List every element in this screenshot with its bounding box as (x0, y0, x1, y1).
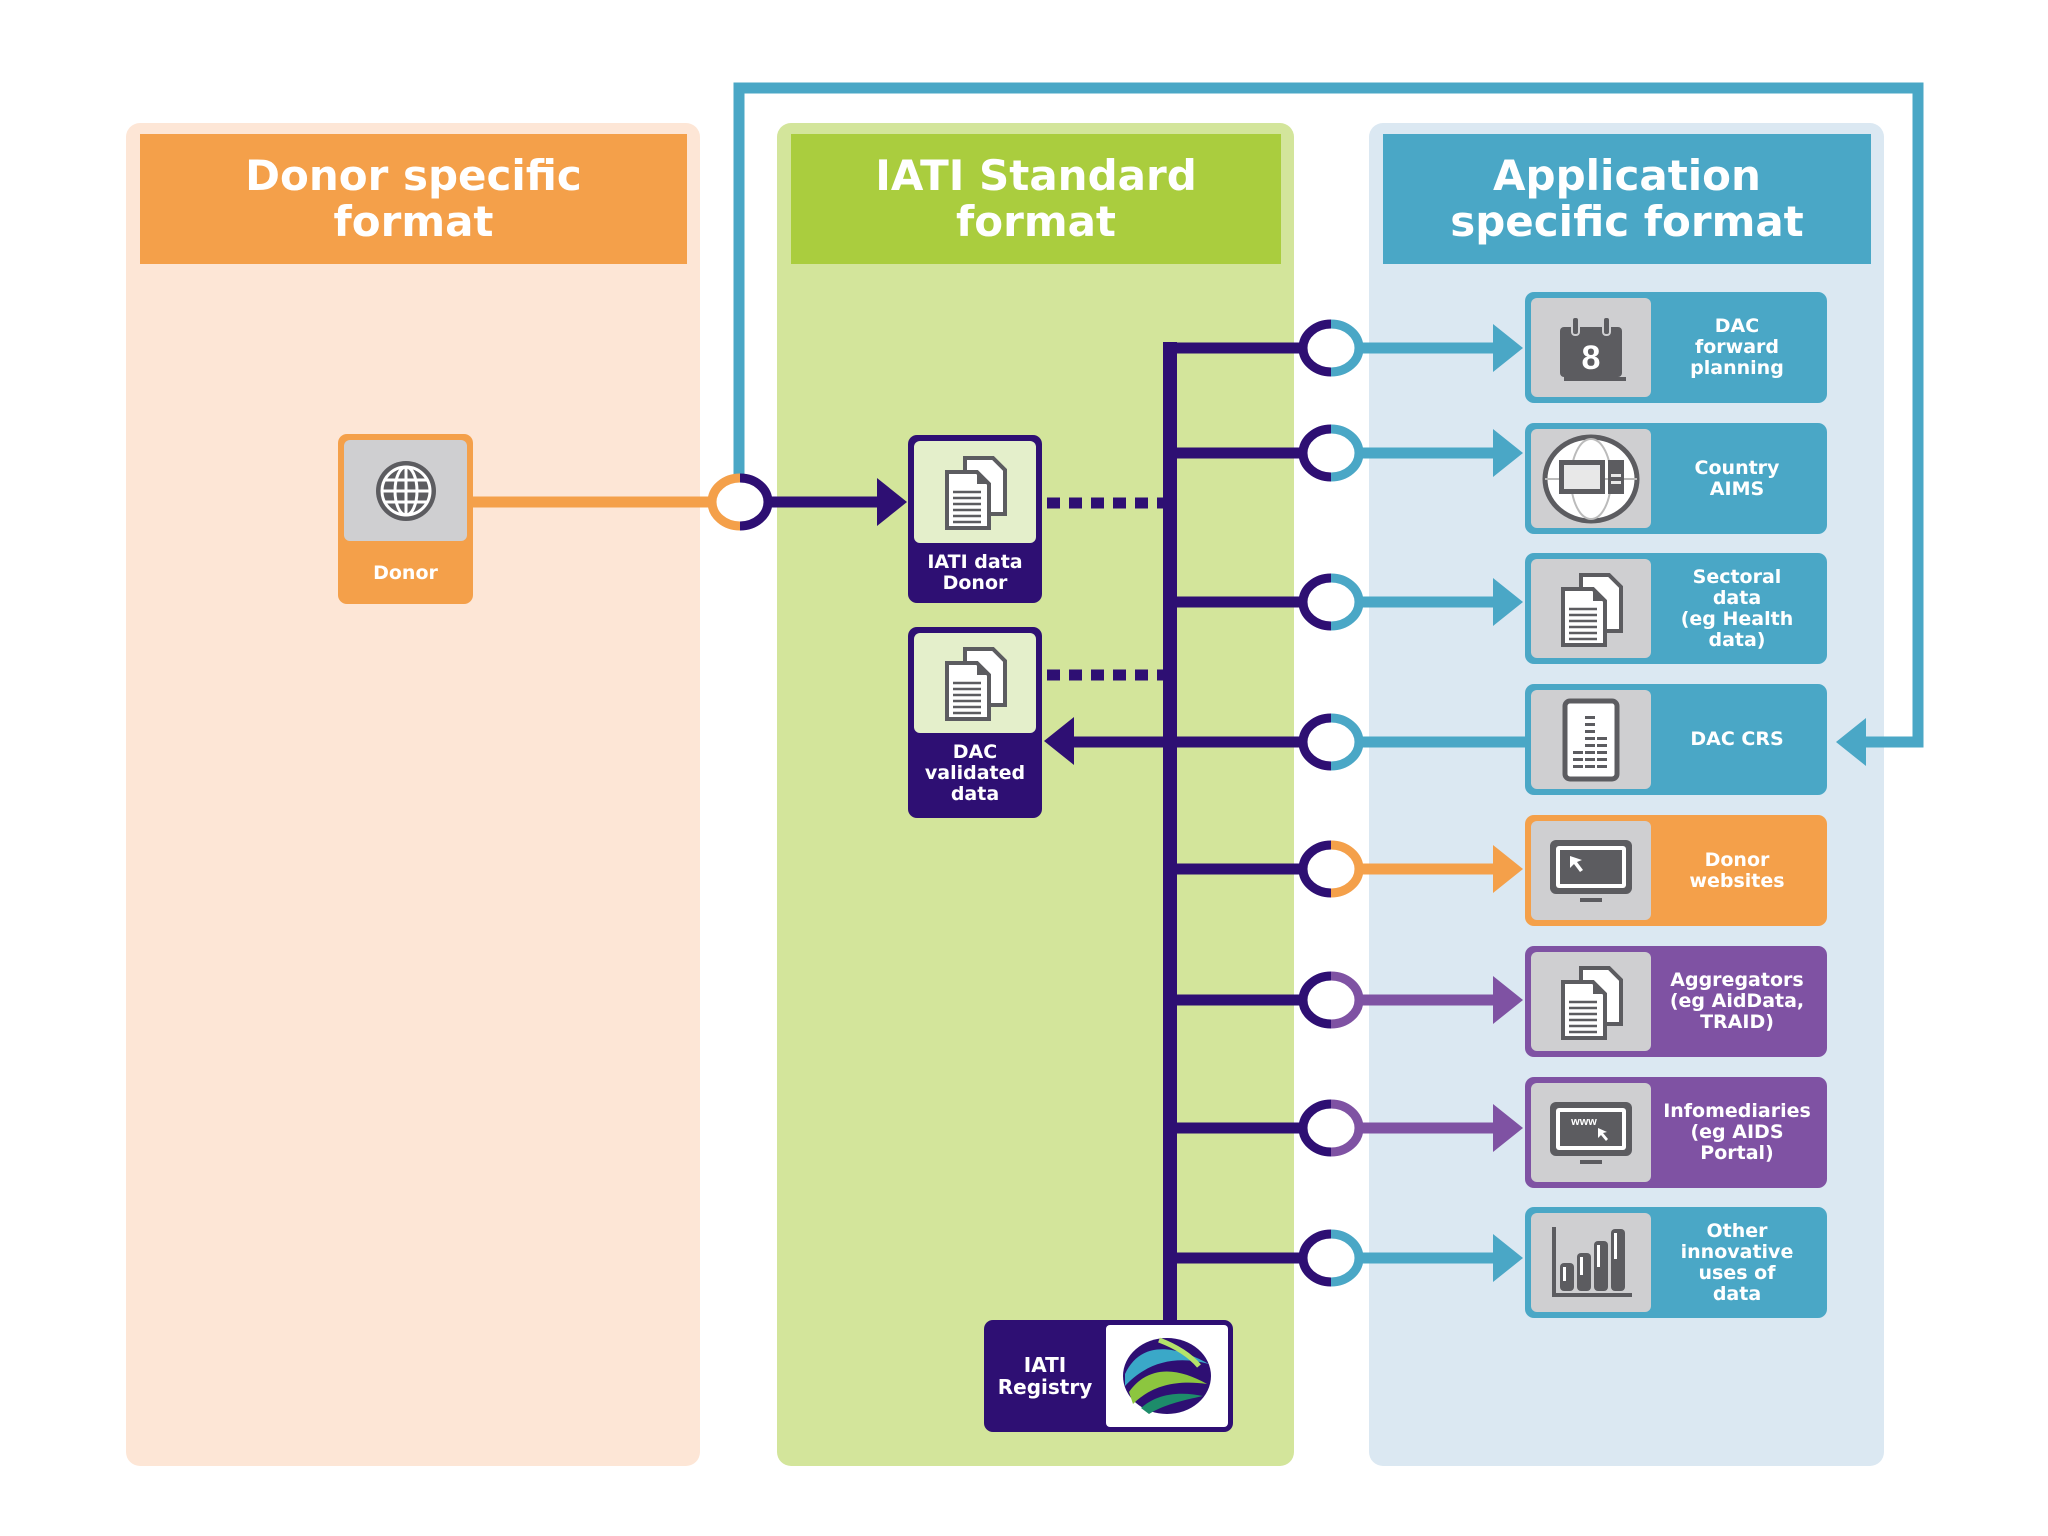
iati-data-donor-label: IATI data Donor (927, 551, 1023, 594)
calendar-icon: 8 (1560, 315, 1626, 381)
branch-node-right (1330, 713, 1364, 771)
dac-validated-data-node[interactable]: DAC validated data (908, 627, 1042, 818)
branch-dac (1170, 319, 1523, 377)
documents-icon (945, 647, 1007, 721)
icon-text: 8 (1582, 339, 1601, 377)
monitor-www-icon: www (1550, 1101, 1632, 1164)
app-card-dac-crs[interactable]: DAC CRS (1525, 684, 1827, 795)
branch-node-left (1298, 1229, 1332, 1287)
dac-validated-data-label: DAC validated data (924, 741, 1026, 805)
branch-node-left (1298, 1099, 1332, 1157)
app-card-country[interactable]: Country AIMS (1525, 423, 1827, 534)
branch-sectoral (1170, 573, 1523, 631)
monitor-cursor-icon (1550, 839, 1632, 902)
app-card-label: Infomediaries (eg AIDS Portal) (1663, 1100, 1811, 1164)
branch-node-left (1298, 573, 1332, 631)
icon-text: www (1570, 1116, 1597, 1128)
donor-node[interactable]: Donor (338, 434, 473, 604)
donor-panel-header: Donor specific format (140, 134, 687, 264)
branch-node-left (1298, 840, 1332, 898)
documents-icon (1561, 572, 1623, 647)
branch-arrowhead (1493, 845, 1523, 893)
iati-data-donor-node[interactable]: IATI data Donor (908, 435, 1042, 603)
app-card-label: DAC CRS (1690, 728, 1784, 750)
branch-arrowhead (1493, 324, 1523, 372)
app-card-label: Aggregators (eg AidData, TRAID) (1669, 969, 1805, 1033)
report-icon (1562, 698, 1620, 781)
branch-node-right (1330, 971, 1364, 1029)
bar-chart-icon (1552, 1226, 1632, 1297)
branch-node-right (1330, 1099, 1364, 1157)
dac-validated-arrowhead (1044, 717, 1074, 765)
branch-arrowhead (1493, 578, 1523, 626)
iati-logo-icon (1123, 1337, 1211, 1414)
branch-node-right (1330, 319, 1364, 377)
iati-registry-node[interactable]: IATI Registry (984, 1320, 1233, 1432)
app-card-label: Sectoral data (eg Health data) (1680, 565, 1794, 651)
branch-node-right (1330, 573, 1364, 631)
documents-icon (945, 456, 1007, 530)
donor-node-label: Donor (373, 561, 438, 584)
app-card-donor[interactable]: Donor websites (1525, 815, 1827, 926)
app-card-infomediaries[interactable]: www Infomediaries (eg AIDS Portal) (1525, 1077, 1827, 1188)
branch-node-left (1298, 971, 1332, 1029)
branch-node-right (1330, 840, 1364, 898)
globe-icon (375, 460, 436, 521)
iati-panel-header: IATI Standard format (791, 134, 1281, 264)
branch-node-left (1298, 424, 1332, 482)
app-card-aggregators[interactable]: Aggregators (eg AidData, TRAID) (1525, 946, 1827, 1057)
branch-node-left (1298, 713, 1332, 771)
branch-other (1170, 1229, 1523, 1287)
branch-arrowhead (1493, 1234, 1523, 1282)
branch-dac-crs (1170, 713, 1530, 771)
app-card-other[interactable]: Other innovative uses of data (1525, 1207, 1827, 1318)
branch-donor (1170, 840, 1523, 898)
branch-node-right (1330, 1229, 1364, 1287)
feedback-arrowhead (1836, 718, 1866, 766)
branch-country (1170, 424, 1523, 482)
feedback-line (733, 82, 1924, 748)
app-card-label: Country AIMS (1694, 456, 1780, 500)
donor-hub-node (707, 473, 773, 531)
application-panel-header: Application specific format (1383, 134, 1871, 264)
app-card-sectoral[interactable]: Sectoral data (eg Health data) (1525, 553, 1827, 664)
donor-panel (126, 123, 700, 1466)
branch-arrowhead (1493, 976, 1523, 1024)
computer-globe-icon (1542, 434, 1640, 523)
branch-arrowhead (1493, 1104, 1523, 1152)
branch-node-right (1330, 424, 1364, 482)
branch-infomediaries (1170, 1099, 1523, 1157)
iati-registry-label: IATI Registry (997, 1353, 1093, 1399)
app-card-label: DAC forward planning (1690, 315, 1784, 379)
app-card-dac[interactable]: 8 DAC forward planning (1525, 292, 1827, 403)
documents-icon (1561, 965, 1623, 1040)
app-card-label: Donor websites (1689, 848, 1785, 892)
branch-node-left (1298, 319, 1332, 377)
app-card-label: Other innovative uses of data (1680, 1219, 1794, 1305)
branch-aggregators (1170, 971, 1523, 1029)
branch-arrowhead (1493, 429, 1523, 477)
iati-arrowhead (877, 478, 907, 526)
